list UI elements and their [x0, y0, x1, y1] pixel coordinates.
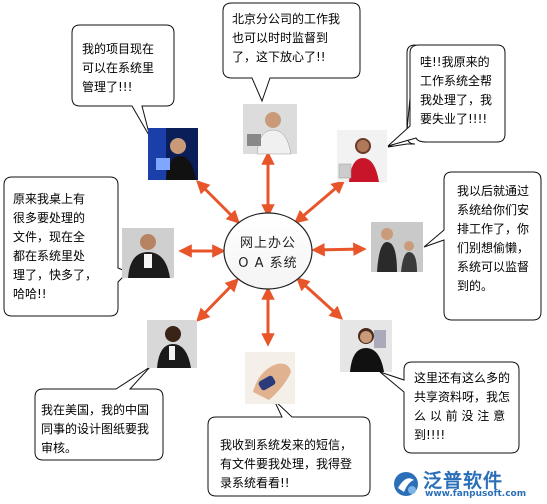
bubble-usa-text: 我在美国，我的中国 同事的设计图纸要我 审核。	[41, 403, 150, 455]
bubble-desk	[3, 176, 129, 317]
hub-title-line2: O A 系统	[238, 256, 298, 271]
hub-title-line1: 网上办公	[239, 236, 296, 251]
bubble-lost-job-body	[387, 44, 506, 147]
fanpu-logo-icon	[394, 472, 418, 496]
fanpu-logo: 泛普软件 www.fanpusoft.com	[389, 466, 539, 500]
bubble-project-text: 我的项目现在 可以在系统里 管理了!!!	[82, 42, 155, 94]
logo-url: www.fanpusoft.com	[425, 489, 527, 499]
arrow-to-bottom-right	[296, 277, 343, 320]
photo-beijing	[243, 104, 297, 155]
photo-usa	[147, 320, 197, 368]
oa-hub-circle	[223, 212, 313, 290]
bubble-sms	[207, 399, 371, 497]
bubble-beijing	[222, 2, 361, 103]
arrow-to-top-left	[196, 180, 240, 224]
photo-desk	[122, 228, 174, 278]
bubble-desk-text: 原来我桌上有 很多要处理的 文件，现在全 都在系统里处 理了，快多了， 哈哈!!	[13, 192, 98, 301]
photo-lost-job	[337, 130, 387, 182]
bubble-assign-text: 我以后就通过 系统给你们安 排工作了，你 们别想偷懒， 系统可以监督 到的。	[457, 184, 530, 293]
arrow-to-bottom-left	[196, 278, 239, 322]
logo-name: 泛普软件	[423, 470, 504, 492]
bubble-assign	[423, 171, 542, 321]
photo-project	[148, 128, 198, 180]
bubble-beijing-text: 北京分公司的工作我 也可以时时监督到 了，这下放心了!!	[232, 12, 341, 64]
arrow-to-top-right	[293, 180, 346, 224]
photo-assign	[371, 222, 423, 272]
bubble-sms-text: 我收到系统发来的短信， 有文件要我处理，我得登 录系统看看!!	[220, 438, 353, 490]
bubble-shared-text: 这里还有这么多的 共享资料呀，我怎 么 以 前 没 注 意 到!!!!	[414, 371, 511, 442]
photo-shared	[340, 320, 392, 372]
photo-sms	[245, 352, 295, 404]
arrow-to-right	[311, 242, 367, 257]
bubble-usa	[34, 366, 164, 461]
bubble-project	[71, 24, 175, 138]
bubble-lost-job-text: 哇!!我原来的 工作系统全帮 我处理了，我 要失业了!!!!	[420, 55, 493, 126]
bubble-shared	[379, 361, 520, 454]
